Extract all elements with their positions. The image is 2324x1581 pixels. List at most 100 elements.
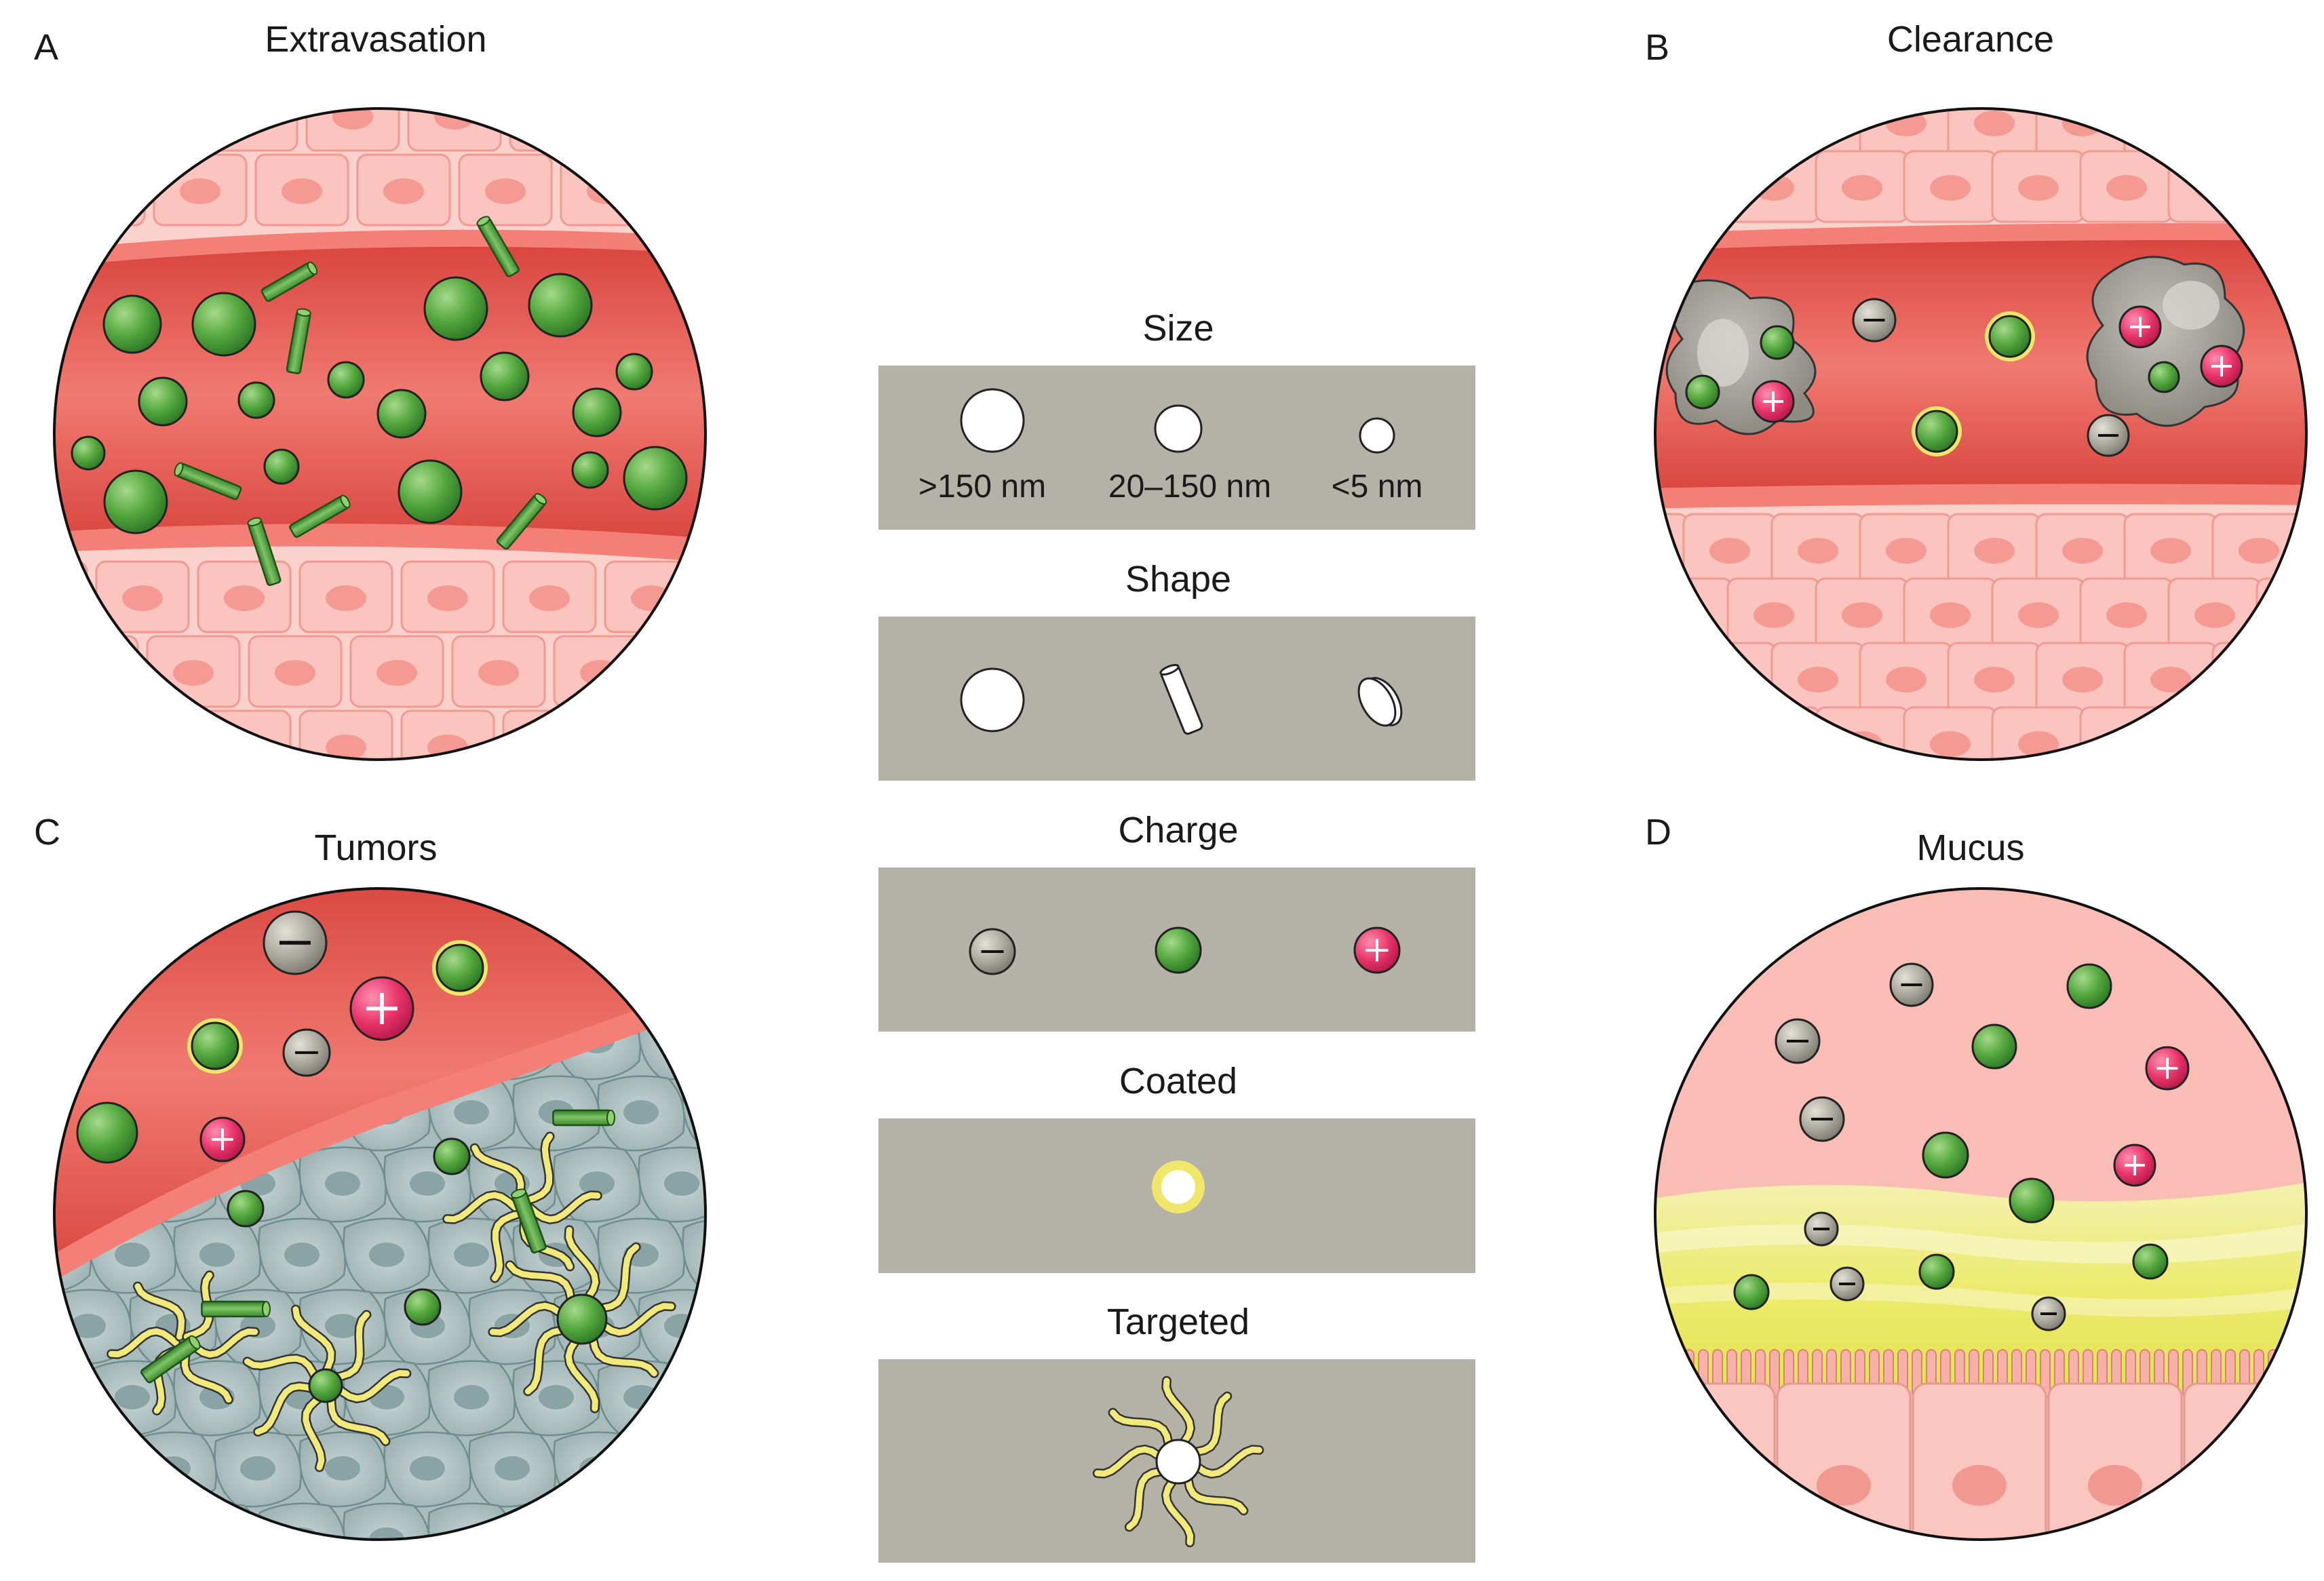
tissue-cell <box>2123 642 2218 715</box>
neutral-particle <box>1733 1274 1770 1310</box>
panel-c: C Tumors <box>34 812 810 1541</box>
tumor-cell <box>54 1360 92 1437</box>
coated-particle <box>1912 406 1962 456</box>
tumor-cell <box>173 1217 261 1294</box>
epithelial-cell <box>2320 1384 2324 1560</box>
neg-particle <box>1852 298 1897 343</box>
tissue-cell <box>1726 706 1821 760</box>
neutral-particle <box>2009 1177 2055 1224</box>
rod-particle <box>496 493 547 550</box>
pos-particle <box>2113 1144 2156 1187</box>
rod-particle <box>511 1188 547 1254</box>
panel-b-title: Clearance <box>1887 19 2054 60</box>
microvillus <box>2311 1350 2321 1397</box>
rod-particle <box>201 1300 271 1318</box>
tissue-cell <box>604 560 699 633</box>
tumor-cell <box>638 1004 705 1080</box>
microvillus <box>1642 1350 1651 1397</box>
tissue-cell <box>298 709 393 760</box>
tissue-cell <box>153 153 248 227</box>
tumor-cell <box>724 1290 810 1365</box>
tissue-cell <box>102 109 197 152</box>
tissue-cell <box>2211 109 2306 159</box>
microvillus <box>1655 1349 1666 1398</box>
shape-sphere <box>960 667 1025 733</box>
tissue-cell <box>458 153 553 227</box>
tissue-cell <box>1770 109 1865 159</box>
neutral-particle <box>308 1368 343 1403</box>
neutral-particle <box>398 459 463 524</box>
tissue-cell <box>95 560 190 633</box>
panel-a-border <box>53 107 707 761</box>
tissue-cell <box>54 709 88 760</box>
panel-d: D Mucus <box>1642 812 2324 1560</box>
panel-b-border <box>1654 107 2308 761</box>
tissue-cell <box>2035 109 2130 159</box>
tissue-cell <box>2079 577 2174 650</box>
neutral-particle <box>2148 361 2180 393</box>
neutral-particle <box>433 1137 471 1175</box>
tissue-cell <box>509 109 604 152</box>
tissue-cell <box>95 709 190 760</box>
tissue-cell <box>1726 577 1821 650</box>
neutral-particle <box>1918 1253 1955 1290</box>
tissue-cell <box>1770 642 1865 715</box>
tissue-cell <box>1682 109 1777 159</box>
tissue-cell <box>1991 706 2086 760</box>
tissue-cell <box>707 711 799 781</box>
tissue-cell <box>400 709 495 760</box>
panel-a-letter: A <box>34 27 58 68</box>
neg-particle <box>1889 962 1934 1007</box>
neutral-particle <box>480 351 530 402</box>
tumor-cell <box>343 1217 431 1294</box>
tissue-cell <box>2167 150 2262 223</box>
vessel-wall-bottom <box>1655 484 2306 509</box>
panel-d-letter: D <box>1645 812 1671 853</box>
tissue-cell <box>1682 513 1777 586</box>
tissue-cell <box>1655 513 1689 586</box>
tissue-cell <box>502 709 597 760</box>
neutral-particle <box>623 446 688 511</box>
tissue-cell <box>1859 109 1954 159</box>
panel-c-letter: C <box>34 812 60 853</box>
tissue-cell <box>553 635 648 708</box>
neg-particle <box>282 1028 331 1077</box>
tissue-cell <box>1903 577 1998 650</box>
tissue-cell <box>655 635 705 708</box>
legend-targeted-title: Targeted <box>1107 1302 1250 1342</box>
size-small-particle <box>1359 417 1395 454</box>
legend-charge-title: Charge <box>1118 810 1238 851</box>
tissue-cell <box>2035 642 2130 715</box>
tissue-cell <box>1655 642 1689 715</box>
tissue-cell <box>254 153 349 227</box>
neg-particle <box>1829 1266 1865 1302</box>
size-label-medium: 20–150 nm <box>1108 469 1271 505</box>
legend: Size >150 nm 20–150 nm <5 nm Shape Charg… <box>878 308 1475 1563</box>
particles-a <box>71 216 688 586</box>
nucleus <box>2088 1465 2142 1506</box>
tissue-cell <box>54 109 95 152</box>
pos-particle <box>1751 380 1795 423</box>
tumor-cell <box>512 1502 600 1540</box>
tumor-cell <box>258 1502 346 1540</box>
tumor-cell <box>54 1431 132 1508</box>
tumor-cell <box>553 1431 641 1508</box>
targeted-ligand-particle <box>488 1225 676 1413</box>
tissue-cell <box>1770 513 1865 586</box>
tumor-cell <box>214 1431 302 1508</box>
rod-particle <box>476 216 520 277</box>
tumor-cell <box>173 1502 261 1540</box>
tissue-cell <box>2079 706 2174 760</box>
tissue-cell <box>2167 706 2262 760</box>
neutral-particle <box>404 1288 442 1326</box>
tumor-cell <box>88 1502 176 1540</box>
neg-particle <box>263 910 328 975</box>
neutral-particle <box>423 276 488 341</box>
tissue-cell <box>2211 642 2306 715</box>
tissue-cell <box>714 80 806 151</box>
tissue-cell <box>1815 150 1910 223</box>
tumor-cell <box>54 933 92 1009</box>
rod-particle <box>289 494 351 538</box>
tissue-cell <box>2167 577 2262 650</box>
pos-particle <box>199 1116 246 1163</box>
